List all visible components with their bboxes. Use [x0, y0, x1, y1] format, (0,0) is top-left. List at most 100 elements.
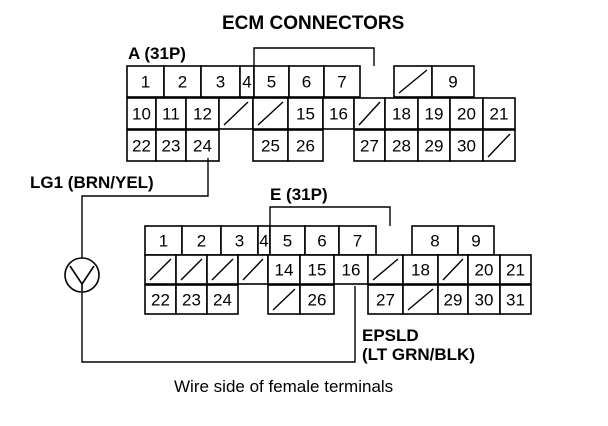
connector-e-cell	[437, 284, 469, 315]
connector-e-cell	[402, 254, 439, 285]
terminal-pin-number: 21	[490, 105, 509, 124]
unused-terminal-slash	[257, 101, 284, 126]
unused-terminal-slash	[442, 258, 464, 281]
unused-terminal-slash	[358, 101, 381, 126]
connector-e-cell	[338, 225, 377, 256]
terminal-pin-number: 20	[475, 261, 494, 280]
unused-terminal-slash	[223, 101, 249, 126]
terminal-pin-number: 30	[475, 291, 494, 310]
terminal-pin-number: 29	[444, 291, 463, 310]
terminal-pin-number: 2	[197, 232, 206, 251]
diagram-caption: Wire side of female terminals	[174, 377, 393, 396]
terminal-pin-number: 10	[132, 105, 151, 124]
terminal-pin-number: 4	[259, 232, 268, 251]
terminal-pin-number: 27	[360, 137, 379, 156]
terminal-pin-number: 11	[162, 105, 180, 124]
terminal-pin-number: 30	[457, 137, 476, 156]
connector-a-cell	[252, 129, 289, 162]
connector-e-cell	[467, 284, 501, 315]
wire-epsld-color: (LT GRN/BLK)	[362, 345, 475, 364]
terminal-pin-number: 9	[471, 232, 480, 251]
terminal-pin-number: 23	[182, 291, 201, 310]
unused-terminal-slash	[180, 258, 203, 281]
terminal-pin-number: 4	[242, 73, 251, 92]
unused-terminal-slash	[211, 258, 234, 281]
terminal-pin-number: 23	[162, 137, 181, 156]
unused-terminal-slash	[149, 258, 172, 281]
terminal-pin-number: 15	[296, 105, 315, 124]
connector-e-label: E (31P)	[270, 185, 328, 204]
connector-a-cell	[287, 129, 324, 162]
connector-a-cell	[155, 97, 187, 130]
terminal-pin-number: 25	[261, 137, 280, 156]
connector-a-cell	[200, 65, 241, 98]
connector-e-cell	[267, 254, 301, 285]
terminal-pin-number: 31	[506, 291, 525, 310]
connector-a-cell	[253, 65, 290, 98]
connector-e-lock-tab	[269, 206, 391, 226]
terminal-pin-number: 2	[178, 73, 187, 92]
terminal-pin-number: 16	[342, 261, 361, 280]
terminal-pin-number: 21	[506, 261, 525, 280]
terminal-pin-number: 12	[193, 105, 212, 124]
connector-a-cell	[417, 129, 451, 162]
connector-a-cell	[126, 65, 165, 98]
terminal-pin-number: 24	[193, 137, 212, 156]
connector-e-cell	[333, 254, 369, 285]
connector-e-cell	[144, 284, 177, 315]
connector-a-label: A (31P)	[128, 44, 186, 63]
terminal-pin-number: 8	[430, 232, 439, 251]
connector-a-cell	[323, 65, 361, 98]
terminal-pin-number: 15	[308, 261, 327, 280]
connector-a-lock-tab	[253, 47, 375, 66]
connector-a-cell	[431, 65, 475, 98]
terminal-pin-number: 1	[159, 232, 168, 251]
wire-lg1-label: LG1 (BRN/YEL)	[30, 173, 154, 192]
diagram-title: ECM CONNECTORS	[222, 13, 404, 34]
connector-a-cell	[163, 65, 202, 98]
terminal-pin-number: 16	[329, 105, 348, 124]
terminal-pin-number: 22	[151, 291, 170, 310]
connector-e-cell	[206, 284, 239, 315]
terminal-pin-number: 20	[457, 105, 476, 124]
terminal-pin-number: 9	[448, 73, 457, 92]
unused-terminal-slash	[398, 69, 428, 94]
unused-terminal-slash	[272, 288, 296, 311]
connector-a-cell	[185, 129, 220, 162]
connector-a-cell	[287, 97, 324, 130]
terminal-pin-number: 22	[132, 137, 151, 156]
connector-a-cell	[353, 129, 386, 162]
connector-e-cell	[220, 225, 259, 256]
terminal-pin-number: 27	[376, 291, 395, 310]
unused-terminal-slash	[407, 288, 434, 311]
terminal-pin-number: 7	[353, 232, 362, 251]
voltmeter-icon	[64, 257, 100, 293]
connector-e-cell	[299, 284, 335, 315]
terminal-pin-number: 26	[296, 137, 315, 156]
wire-epsld	[81, 286, 356, 363]
unused-terminal-slash	[487, 133, 511, 158]
terminal-pin-number: 14	[275, 261, 294, 280]
unused-terminal-slash	[372, 258, 399, 281]
connector-a-cell	[449, 97, 484, 130]
terminal-pin-number: 6	[317, 232, 326, 251]
connector-a-cell	[288, 65, 325, 98]
connector-e-cell	[411, 225, 459, 256]
terminal-pin-number: 7	[337, 73, 346, 92]
connector-a-cell	[482, 97, 516, 130]
terminal-pin-number: 18	[411, 261, 430, 280]
terminal-pin-number: 3	[216, 73, 225, 92]
wire-lg1	[81, 158, 209, 258]
connector-a-cell	[449, 129, 484, 162]
terminal-pin-number: 3	[235, 232, 244, 251]
terminal-pin-number: 29	[425, 137, 444, 156]
terminal-pin-number: 28	[392, 137, 411, 156]
terminal-pin-number: 24	[213, 291, 232, 310]
connector-a-cell	[384, 97, 419, 130]
connector-a-cell	[185, 97, 220, 130]
